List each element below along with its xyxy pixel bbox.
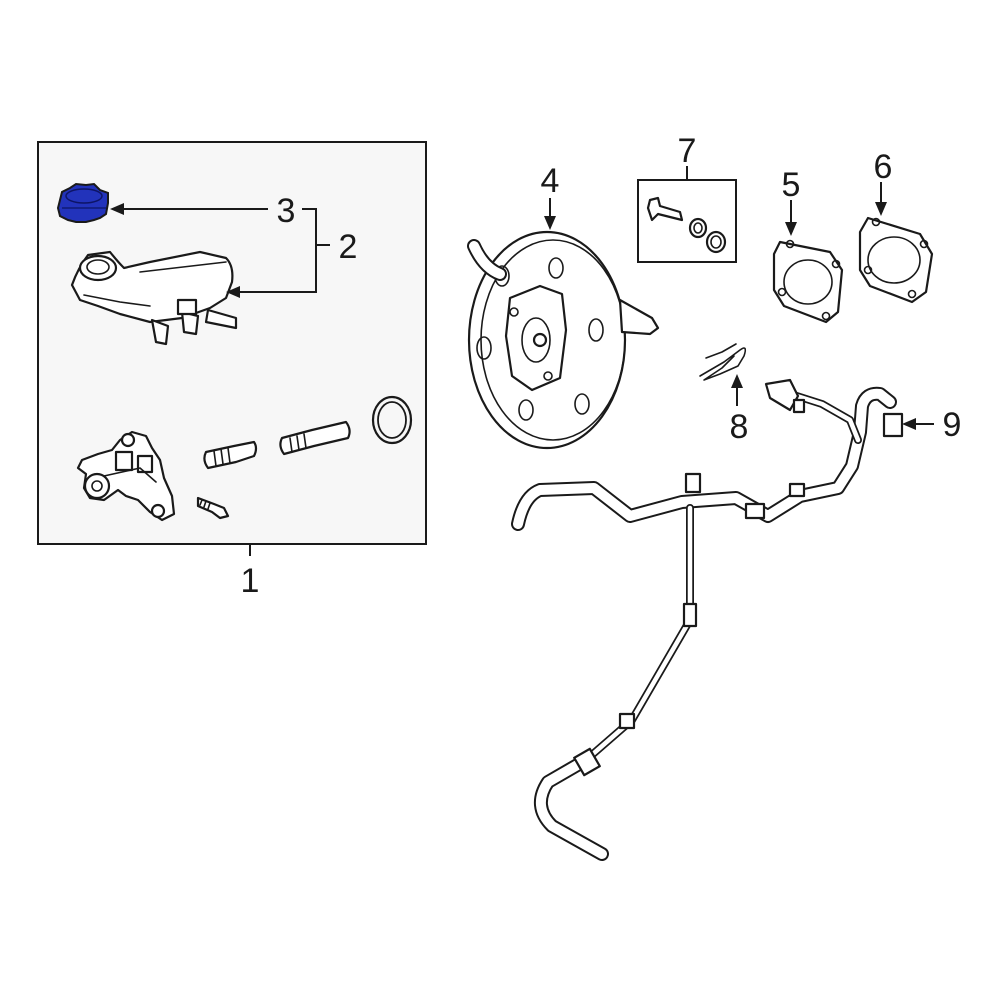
callout-8: 8: [730, 408, 749, 446]
seal-plug-2[interactable]: [279, 420, 351, 456]
mounting-bolt[interactable]: [196, 496, 230, 520]
callout-7: 7: [678, 132, 697, 170]
callout-1: 1: [241, 562, 260, 600]
o-ring[interactable]: [371, 395, 413, 445]
callout-2: 2: [339, 228, 358, 266]
callout-5: 5: [782, 166, 801, 204]
brake-booster[interactable]: [467, 230, 660, 450]
gasket-5[interactable]: [772, 239, 844, 324]
callout-labels: 1 2 3 4 5 6 7 8 9: [241, 132, 962, 600]
master-cylinder-body[interactable]: [76, 430, 176, 522]
leader-lines: [110, 166, 934, 556]
gasket-6[interactable]: [858, 216, 934, 304]
reservoir-cap[interactable]: [56, 182, 109, 223]
vacuum-hose-assembly[interactable]: [511, 378, 904, 861]
master-cylinder-assembly-group: [37, 141, 427, 545]
retaining-clip[interactable]: [699, 343, 747, 381]
callout-6: 6: [874, 148, 893, 186]
push-rod-kit[interactable]: [637, 179, 737, 263]
fluid-reservoir[interactable]: [70, 250, 238, 346]
seal-plug-1[interactable]: [203, 440, 258, 470]
callout-3: 3: [277, 192, 296, 230]
callout-9: 9: [943, 406, 962, 444]
callout-4: 4: [541, 162, 560, 200]
